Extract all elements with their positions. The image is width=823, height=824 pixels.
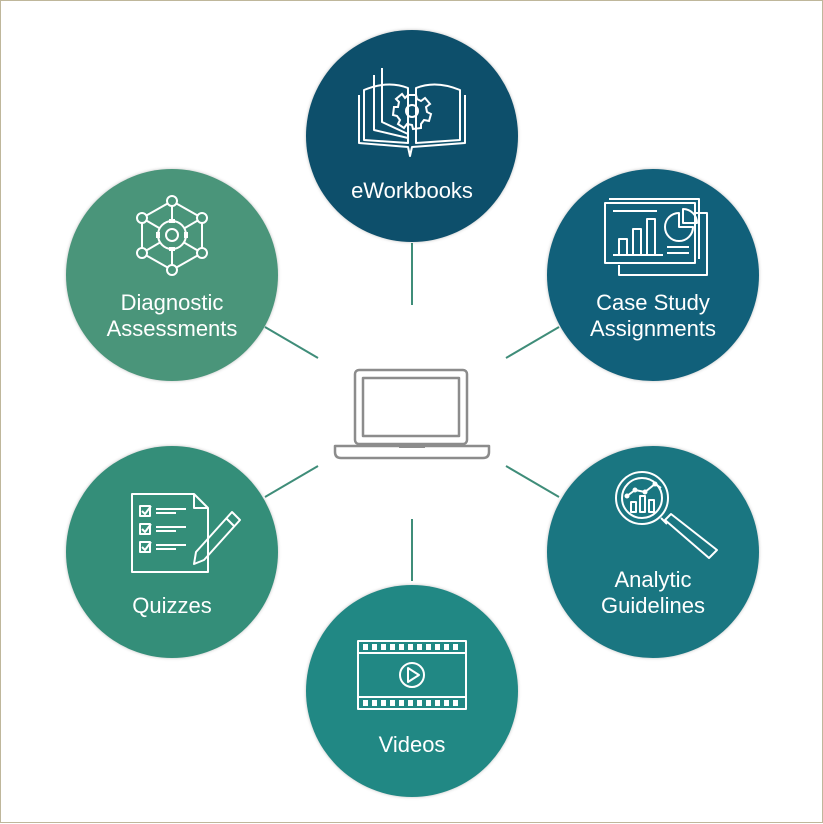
checklist-pencil-icon xyxy=(131,493,241,573)
magnifier-chart-icon xyxy=(615,471,718,559)
node-case-study-label: Case Study Assignments xyxy=(590,290,716,341)
node-analytic-label: Analytic Guidelines xyxy=(601,567,705,618)
node-videos-label: Videos xyxy=(378,732,446,757)
node-eworkbooks: eWorkbooks xyxy=(306,30,518,242)
film-play-icon xyxy=(357,640,467,710)
node-eworkbooks-label: eWorkbooks xyxy=(351,178,473,203)
node-diagnostic-label: Diagnostic Assessments xyxy=(106,290,238,341)
node-analytic: Analytic Guidelines xyxy=(547,446,759,658)
laptop-icon xyxy=(333,368,491,460)
node-quizzes-label: Quizzes xyxy=(132,593,212,618)
presentation-chart-icon xyxy=(604,198,708,276)
connector-quizzes xyxy=(264,465,319,498)
book-gear-icon xyxy=(358,68,466,157)
node-quizzes: Quizzes xyxy=(66,446,278,658)
node-diagnostic: Diagnostic Assessments xyxy=(66,169,278,381)
connector-case-study xyxy=(505,326,560,359)
node-case-study: Case Study Assignments xyxy=(547,169,759,381)
node-videos: Videos xyxy=(306,585,518,797)
connector-diagnostic xyxy=(264,326,319,359)
connector-analytic xyxy=(505,465,560,498)
network-gear-icon xyxy=(136,195,208,276)
